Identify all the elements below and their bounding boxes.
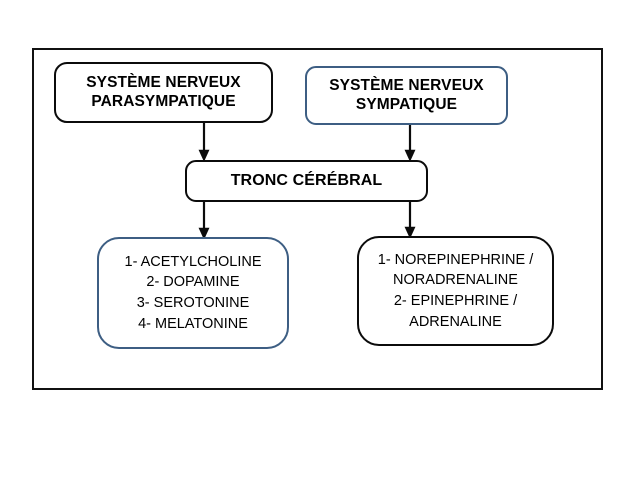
edge-tronc-to-sympathique-transmitters [404,201,416,239]
edge-tronc-to-parasympathique-transmitters [198,201,210,240]
node-sympathique[interactable]: SYSTÈME NERVEUX SYMPATIQUE [305,66,508,125]
edge-parasympathique-to-tronc [198,122,210,162]
node-parasympathique[interactable]: SYSTÈME NERVEUX PARASYMPATIQUE [54,62,273,123]
edge-sympathique-to-tronc [404,124,416,162]
node-parasympathique-transmitters[interactable]: 1- ACETYLCHOLINE 2- DOPAMINE 3- SEROTONI… [97,237,289,349]
node-sympathique-transmitters[interactable]: 1- NOREPINEPHRINE / NORADRENALINE 2- EPI… [357,236,554,346]
node-tronc-cerebral[interactable]: TRONC CÉRÉBRAL [185,160,428,202]
